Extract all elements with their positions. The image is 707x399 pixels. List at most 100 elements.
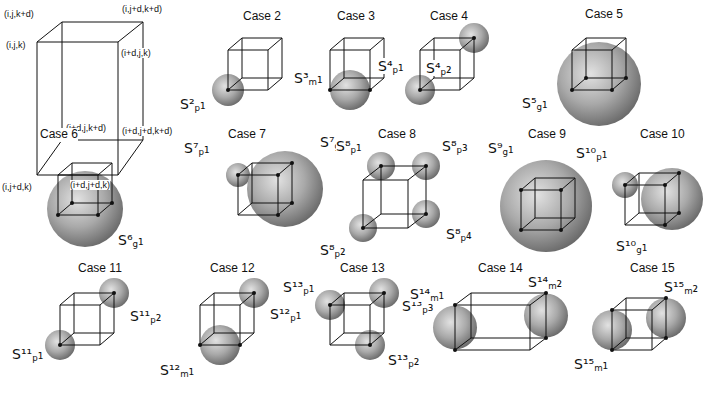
label-glyph: ₁	[398, 58, 404, 74]
label-glyph: S	[410, 286, 419, 302]
cube-outline	[330, 38, 384, 90]
label-glyph: ₁	[204, 140, 210, 156]
vertex-dot	[112, 291, 116, 295]
label-glyph: ³	[303, 70, 309, 86]
sphere-label: S⁹g₁	[488, 140, 514, 156]
vertex-dot	[252, 291, 256, 295]
vertex-dot	[544, 291, 548, 295]
label-glyph: ¹	[292, 279, 298, 295]
label-glyph: p	[303, 286, 309, 296]
label-glyph: ⁸	[455, 226, 461, 242]
vertex-dot	[424, 212, 428, 216]
vertex-dot	[610, 308, 614, 312]
sphere-label: S⁶g₁	[118, 232, 144, 248]
sphere-label: S¹⁰g₁	[616, 238, 647, 254]
sphere-label: S¹²p₁	[270, 306, 301, 322]
label-glyph: ¹	[419, 286, 425, 302]
label-glyph: S	[283, 279, 292, 295]
label-glyph: ²	[189, 96, 195, 112]
case-title: Case 8	[378, 128, 416, 142]
sphere-label: S⁷p₁	[184, 140, 210, 156]
label-glyph: p	[335, 249, 341, 259]
label-glyph: S	[378, 58, 387, 74]
label-glyph: ₂	[156, 308, 162, 324]
label-glyph: ₁	[508, 140, 514, 156]
label-glyph: ²	[175, 362, 181, 378]
cube-outline	[420, 38, 474, 90]
label-glyph: p	[290, 313, 296, 323]
label-glyph: S	[12, 346, 21, 362]
case-title: Case 12	[210, 262, 255, 276]
label-glyph: S	[388, 352, 397, 368]
label-glyph: ₁	[439, 286, 445, 302]
label-glyph: ¹	[27, 346, 33, 362]
label-glyph: ₄	[466, 226, 472, 242]
label-glyph: ₂	[557, 274, 563, 290]
vertex-dot	[238, 343, 242, 347]
sphere-label: S⁸p₃	[442, 138, 468, 154]
label-glyph: ₁	[356, 138, 362, 154]
label-glyph: S	[160, 362, 169, 378]
label-glyph: S	[336, 138, 345, 154]
vertex-dot	[677, 211, 681, 215]
vertex-dot	[663, 183, 667, 187]
sphere-label: S¹³p₂	[388, 352, 419, 368]
label-glyph: ₂	[446, 60, 452, 76]
label-glyph: S	[664, 279, 673, 295]
vertex-dot	[56, 213, 60, 217]
vertex-dot	[544, 336, 548, 340]
sphere-label: S⁸p₂	[320, 242, 346, 258]
sphere-label: S¹¹p₁	[12, 346, 43, 362]
vertex-dot	[290, 201, 294, 205]
label-glyph: p	[32, 353, 38, 363]
label-glyph: ¹	[673, 279, 679, 295]
label-glyph: S	[574, 356, 583, 372]
label-glyph: p	[150, 315, 156, 325]
label-glyph: m	[594, 363, 602, 373]
label-glyph: S	[184, 140, 193, 156]
label-glyph: p	[393, 65, 399, 75]
label-glyph: ⁷	[329, 134, 335, 150]
sphere	[247, 151, 323, 227]
label-glyph: p	[422, 305, 428, 315]
label-glyph: ₁	[189, 362, 195, 378]
vertex-dot	[610, 348, 614, 352]
label-glyph: S	[118, 232, 127, 248]
vertex-label: (i,j+d,k)	[2, 182, 32, 192]
case-title: Case 4	[430, 10, 468, 24]
label-glyph: m	[684, 286, 692, 296]
label-glyph: ⁴	[387, 58, 393, 74]
case-title: Case 14	[478, 262, 523, 276]
label-glyph: ⁵	[531, 95, 537, 111]
vertex-dot	[663, 223, 667, 227]
label-glyph: ⁵	[679, 279, 685, 295]
vertex-dot	[424, 164, 428, 168]
vertex-dot	[677, 171, 681, 175]
case-title: Case 11	[78, 262, 122, 276]
sphere-label: S¹⁵m₂	[664, 279, 698, 295]
vertex-dot	[623, 183, 627, 187]
sphere-label: S¹⁰p₁	[576, 145, 607, 161]
vertex-label: (i,j+d,k+d)	[122, 4, 162, 14]
label-glyph: g	[503, 147, 509, 157]
vertex-dot	[453, 303, 457, 307]
label-glyph: S	[442, 138, 451, 154]
label-glyph: ³	[298, 279, 304, 295]
label-glyph: p	[199, 147, 205, 157]
label-glyph: S	[576, 145, 585, 161]
vertex-dot	[559, 188, 563, 192]
label-glyph: ₁	[200, 96, 206, 112]
label-glyph: ⁸	[451, 138, 457, 154]
label-glyph: ⁶	[127, 232, 133, 248]
vertex-dot	[453, 348, 457, 352]
case-title: Case 2	[243, 10, 281, 24]
label-glyph: S	[270, 306, 279, 322]
sphere-label: S¹²m₁	[160, 362, 194, 378]
cube-outline	[37, 22, 143, 175]
label-glyph: ¹	[537, 274, 543, 290]
label-glyph: m	[309, 77, 317, 87]
label-glyph: ¹	[397, 352, 403, 368]
vertex-dot	[198, 343, 202, 347]
